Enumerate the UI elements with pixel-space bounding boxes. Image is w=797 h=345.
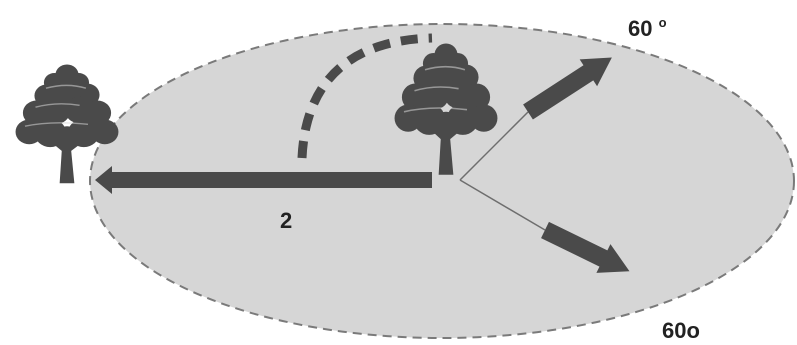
distance-label: 2 <box>280 208 292 233</box>
thin-line-down <box>459 179 546 231</box>
arrow-down-right <box>541 221 630 273</box>
thin-line-up <box>459 111 529 181</box>
dashed-arc <box>297 33 433 159</box>
arrow-up-right <box>523 57 612 120</box>
angle-bottom-label: 60o <box>662 318 700 343</box>
angle-top-label: 60 o <box>628 15 667 41</box>
angle-top-value: 60 <box>628 16 652 41</box>
degree-mark: o <box>659 15 667 30</box>
distance-arrow <box>95 166 432 194</box>
